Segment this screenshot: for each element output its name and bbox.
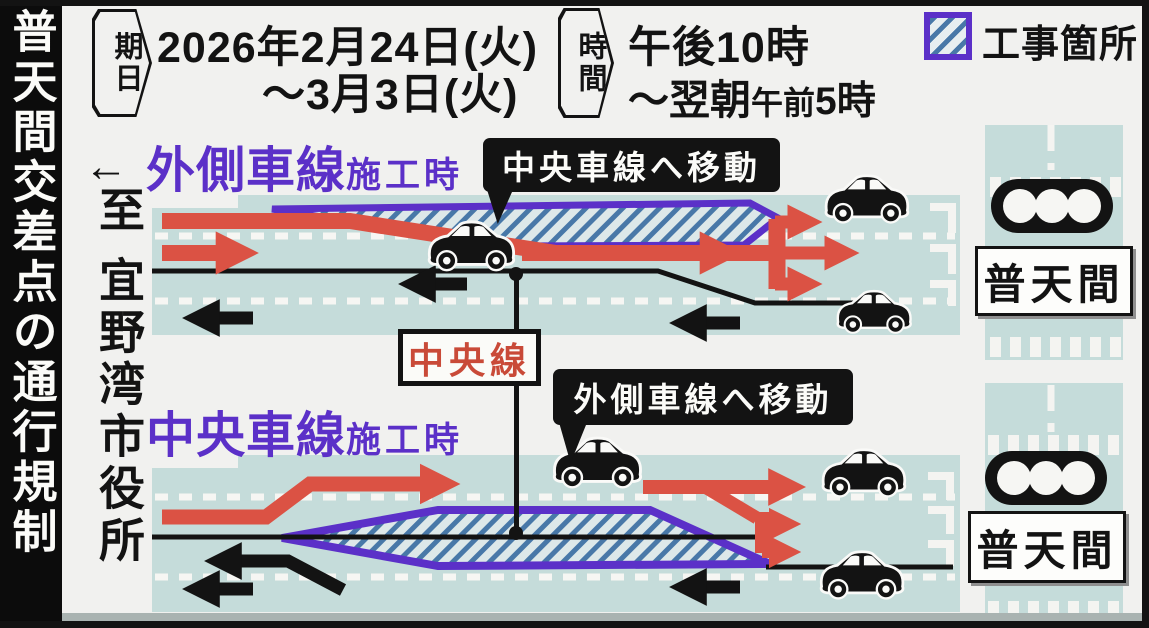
- frame-right: [1142, 0, 1149, 628]
- connector-dot-bottom: [509, 526, 523, 540]
- frame-top: [0, 0, 1149, 6]
- destination-note: 至宜野湾市役所: [86, 186, 152, 568]
- legend-label: 工事箇所: [982, 24, 1139, 66]
- bottom-diagram-label: 中央車線施工時: [146, 396, 463, 467]
- center-line-connector: [514, 272, 519, 534]
- top-balloon: 中央車線へ移動: [483, 138, 780, 192]
- top-diagram-label-suffix: 施工時: [346, 156, 464, 195]
- turn-lane-marks-bottom: [928, 472, 954, 566]
- connector-dot-top: [509, 267, 523, 281]
- date-tag-label: 期日: [110, 31, 142, 95]
- top-diagram-label-main: 外側車線: [146, 144, 347, 198]
- place-sign-top: 普天間: [975, 246, 1133, 316]
- page-title-text: 普天間交差点の通行規制: [5, 8, 57, 558]
- black-arrows: [182, 265, 740, 608]
- red-arrows-bottom: [162, 463, 807, 569]
- turn-lane-marks-top: [930, 203, 956, 306]
- bottom-edge-strip: [62, 613, 1143, 621]
- time-line-2-small: 午前: [751, 85, 816, 121]
- page-title: 普天間交差点の通行規制: [0, 0, 62, 628]
- destination-prefix: 至: [93, 186, 145, 238]
- destination-name: 宜野湾市役所: [93, 256, 145, 568]
- traffic-light-icon: [991, 179, 1113, 233]
- bottom-diagram-label-suffix: 施工時: [346, 421, 464, 460]
- west-arrow-icon: ←: [84, 142, 128, 191]
- time-line-1: 午後10時: [628, 24, 810, 72]
- top-cross-road: [985, 125, 1123, 360]
- date-line-1: 2026年2月24日(火): [157, 24, 539, 72]
- frame-bottom: [0, 621, 1149, 628]
- time-line-2-main: 〜翌朝: [628, 77, 751, 123]
- center-line-label: 中央線: [398, 329, 541, 386]
- top-diagram-label: 外側車線施工時: [146, 131, 463, 202]
- place-sign-bottom: 普天間: [968, 511, 1126, 583]
- time-line-2: 〜翌朝午前5時: [628, 66, 876, 126]
- bottom-road-notch: [152, 455, 238, 468]
- time-line-2-tail: 5時: [815, 80, 876, 123]
- traffic-light-icon: [985, 451, 1107, 505]
- time-tag-label: 時間: [574, 31, 606, 95]
- car-icon: [824, 174, 910, 224]
- bottom-diagram-label-main: 中央車線: [146, 409, 347, 463]
- construction-hatch-swatch: [924, 12, 972, 60]
- bottom-balloon: 外側車線へ移動: [553, 369, 853, 425]
- top-road-notch: [152, 195, 238, 208]
- date-line-2: 〜3月3日(火): [262, 71, 519, 119]
